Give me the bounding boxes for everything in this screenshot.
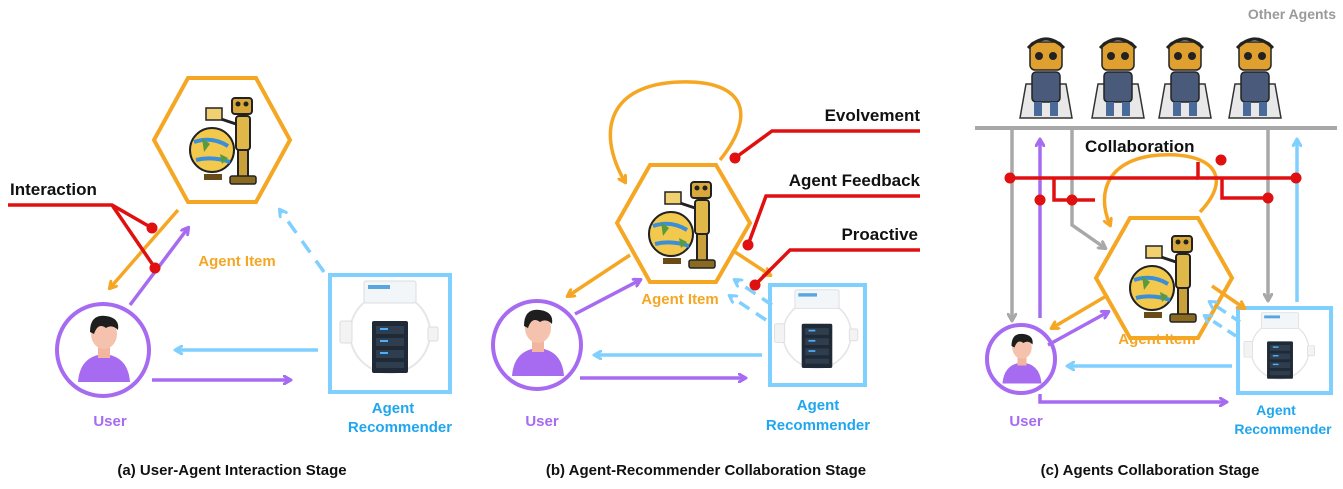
caption-b: (b) Agent-Recommender Collaboration Stag… — [546, 462, 866, 479]
collab-dot-6 — [1215, 154, 1227, 166]
interaction-callout-line — [8, 203, 153, 230]
arrow-recommender-to-agent-2 — [1205, 316, 1237, 338]
agent-item-label: Agent Item — [641, 291, 719, 308]
recommender-label-2: Recommender — [766, 417, 870, 434]
recommender-label-2: Recommender — [1234, 421, 1332, 437]
collab-dot-1 — [1004, 172, 1016, 184]
agent-item-label: Agent Item — [198, 253, 276, 270]
caption-a: (a) User-Agent Interaction Stage — [117, 462, 346, 479]
arrow-agent-to-user — [1052, 293, 1109, 328]
arrow-recommender-to-agent-1 — [735, 280, 773, 307]
robot-audience-icon — [1090, 37, 1146, 120]
collab-dot-5 — [1290, 172, 1302, 184]
evolvement-callout-line — [733, 129, 920, 160]
collaboration-callout-right — [1196, 162, 1296, 180]
gray-down-to-agent — [1070, 130, 1105, 248]
collab-dot-2 — [1034, 194, 1046, 206]
arrow-agent-to-recommender — [1211, 284, 1244, 308]
interaction-callout-branch — [110, 204, 157, 269]
agent-feedback-dot — [742, 239, 754, 251]
recommender-label-1: Agent — [372, 400, 415, 417]
user-label: User — [1009, 413, 1043, 430]
other-agents-label: Other Agents — [1248, 6, 1336, 22]
agent-feedback-callout-line — [746, 194, 920, 246]
arrow-recommender-to-agent-1 — [1210, 302, 1241, 324]
proactive-label: Proactive — [841, 225, 918, 244]
recommender-label-2: Recommender — [348, 419, 452, 436]
robot-audience-icon — [1227, 37, 1283, 120]
collab-dot-4 — [1262, 192, 1274, 204]
panel-b: Agent Item User Agent Recommender Evolve… — [491, 80, 921, 479]
arrow-recommender-to-agent — [280, 210, 326, 274]
panel-a: Agent Item User Agent Recommender Intera… — [8, 76, 452, 479]
agent-item-label: Agent Item — [1118, 331, 1196, 348]
user-label: User — [525, 413, 559, 430]
arrow-user-to-agent — [1047, 312, 1108, 347]
agent-feedback-label: Agent Feedback — [789, 171, 921, 190]
self-loop-arrow — [1104, 153, 1219, 225]
arrow-user-to-agent — [574, 280, 640, 316]
robot-audience-icon — [1157, 37, 1213, 120]
arrow-agent-to-recommender — [731, 248, 770, 275]
proactive-callout-line — [753, 248, 920, 287]
evolvement-dot — [729, 152, 741, 164]
caption-c: (c) Agents Collaboration Stage — [1041, 462, 1260, 479]
collaboration-branch-right — [1220, 178, 1272, 200]
user-label: User — [93, 413, 127, 430]
arrow-recommender-to-agent-2 — [730, 296, 767, 322]
interaction-label: Interaction — [10, 180, 97, 199]
proactive-dot — [749, 279, 761, 291]
arrow-agent-to-user — [568, 253, 631, 296]
recommender-label-1: Agent — [1256, 402, 1296, 418]
collaboration-branch-left — [1052, 178, 1095, 202]
recommender-label-1: Agent — [797, 397, 840, 414]
interaction-dot-1 — [146, 222, 158, 234]
panel-c: Other Agents Agent Item User Agent Recom… — [975, 6, 1337, 479]
robot-audience-icon — [1018, 37, 1074, 120]
collab-dot-3 — [1066, 194, 1078, 206]
interaction-dot-2 — [149, 262, 161, 274]
evolvement-loop-arrow — [608, 80, 743, 182]
collaboration-label: Collaboration — [1085, 137, 1195, 156]
evolvement-label: Evolvement — [825, 106, 921, 125]
arrow-user-to-recommender — [1038, 394, 1226, 402]
